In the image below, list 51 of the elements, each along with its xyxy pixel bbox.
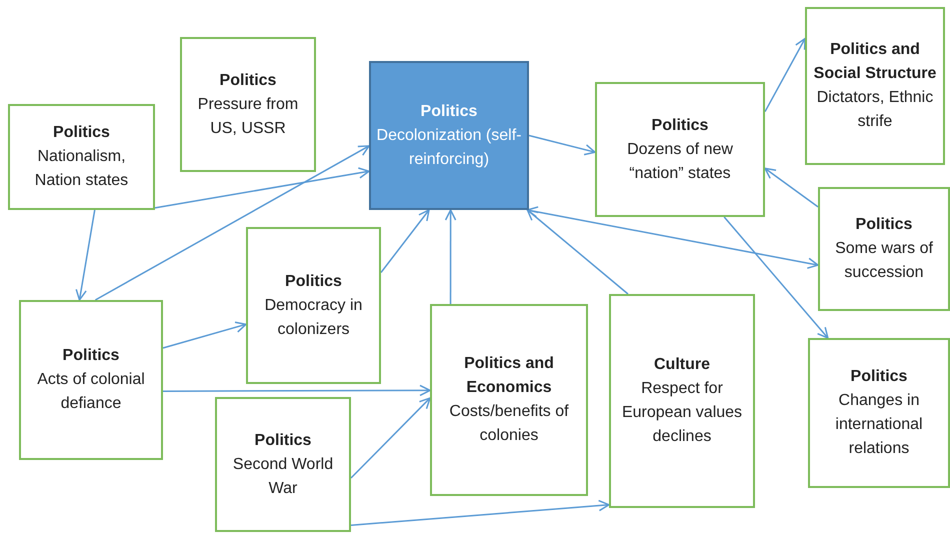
arrow xyxy=(444,209,456,304)
arrow xyxy=(94,145,370,301)
box-heading: Politics xyxy=(850,367,908,387)
arrow xyxy=(528,134,596,156)
box-text: Acts of colonial defiance xyxy=(36,370,146,414)
topic-box xyxy=(805,7,945,165)
box-text: Respect for European values declines xyxy=(620,379,744,447)
arrow xyxy=(764,168,818,208)
topic-box xyxy=(215,397,351,532)
box-heading: Politics xyxy=(254,430,312,450)
topic-box xyxy=(8,104,155,210)
arrow xyxy=(350,397,431,479)
arrow xyxy=(75,210,96,301)
box-heading: Culture xyxy=(654,355,710,375)
arrow xyxy=(380,209,430,273)
topic-box xyxy=(808,338,950,488)
topic-box xyxy=(246,227,381,384)
arrow xyxy=(350,500,610,526)
box-text: Dozens of new “nation” states xyxy=(626,140,734,184)
box-text: Some wars of succession xyxy=(834,239,934,283)
topic-box xyxy=(180,37,316,172)
box-heading: Politics xyxy=(53,123,110,143)
box-heading: Politics xyxy=(856,215,912,235)
arrow xyxy=(154,167,370,209)
topic-box xyxy=(818,187,950,311)
highlighted-box xyxy=(369,61,529,210)
arrow xyxy=(764,38,806,112)
box-heading: Politics xyxy=(62,346,120,366)
topic-box xyxy=(595,82,765,217)
box-heading: Politics and Economics xyxy=(463,354,555,398)
box-heading: Politics and Social Structure xyxy=(812,40,938,84)
box-heading: Politics xyxy=(220,70,276,90)
arrow xyxy=(162,322,247,349)
box-text: Nationalism, Nation states xyxy=(34,147,130,191)
box-text: Second World War xyxy=(232,454,334,498)
topic-box xyxy=(430,304,588,496)
box-heading: Politics xyxy=(420,102,478,122)
box-text: Dictators, Ethnic strife xyxy=(816,88,934,132)
box-text: Decolonization (self-reinforcing) xyxy=(376,126,522,170)
box-text: Changes in international relations xyxy=(834,391,924,459)
box-heading: Politics xyxy=(652,116,708,136)
topic-box xyxy=(19,300,163,460)
box-text: Costs/benefits of colonies xyxy=(448,402,570,446)
arrow xyxy=(163,384,431,396)
topic-box xyxy=(609,294,755,508)
box-text: Democracy in colonizers xyxy=(264,296,364,340)
arrow xyxy=(526,209,628,295)
box-text: Pressure from US, USSR xyxy=(196,94,300,138)
box-heading: Politics xyxy=(285,272,342,292)
arrow xyxy=(526,206,819,269)
arrow xyxy=(724,216,829,339)
